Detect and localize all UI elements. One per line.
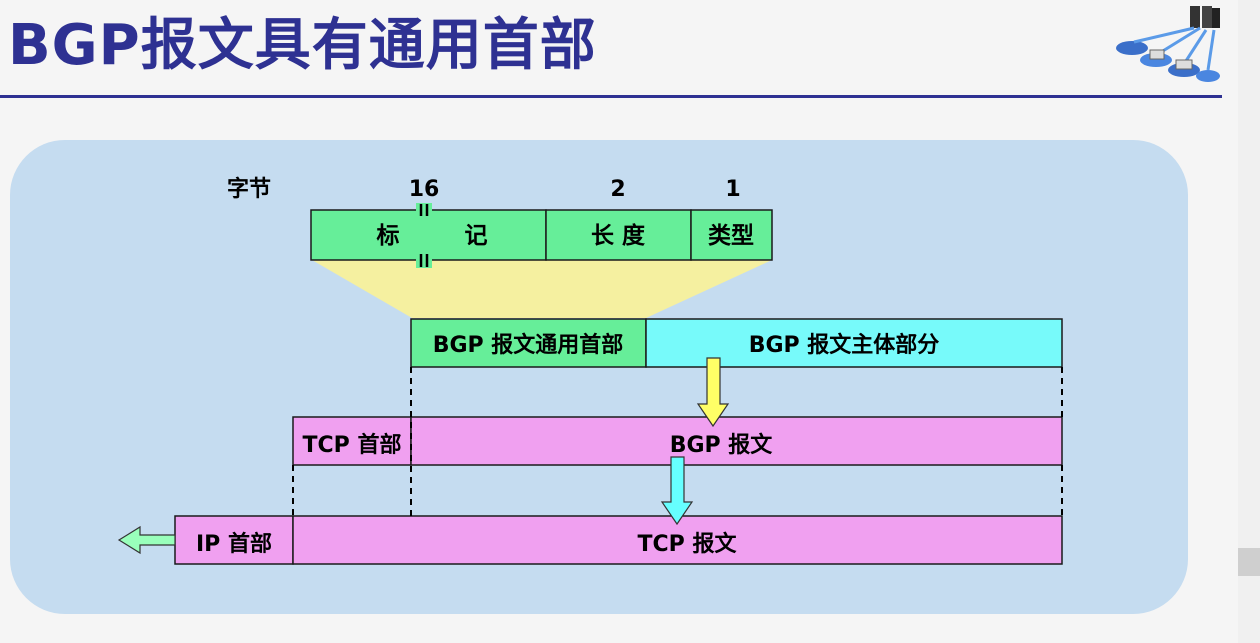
tcp-header-block xyxy=(292,416,412,466)
type-field xyxy=(690,209,773,261)
slide-title: BGP报文具有通用首部 xyxy=(8,13,597,78)
type-label: 类型 xyxy=(708,223,754,249)
tcp-header-label: TCP 首部 xyxy=(303,432,402,458)
title-underline xyxy=(0,95,1222,98)
bytes-label: 字节 xyxy=(227,176,271,202)
bgp-header-block xyxy=(410,318,647,368)
length-field xyxy=(545,209,692,261)
header-zoom-funnel xyxy=(312,260,772,318)
vertical-scrollbar[interactable] xyxy=(1238,0,1260,643)
yellow-down-arrow xyxy=(696,357,730,428)
network-logo-icon xyxy=(1116,6,1220,82)
marker-label-right: 记 xyxy=(465,223,488,249)
type-bytes: 1 xyxy=(725,177,740,202)
diagram-panel xyxy=(10,140,1188,614)
length-label: 长 度 xyxy=(591,222,646,249)
length-bytes: 2 xyxy=(610,177,625,202)
dashed-guides xyxy=(292,367,1063,518)
ip-header-block xyxy=(174,515,294,565)
marker-break-top xyxy=(416,203,432,219)
bgp-message-label: BGP 报文 xyxy=(670,432,774,458)
marker-label-left: 标 xyxy=(377,223,400,249)
marker-break-bottom xyxy=(416,252,432,268)
bgp-body-label: BGP 报文主体部分 xyxy=(749,332,940,358)
cyan-down-arrow xyxy=(660,456,694,526)
ip-header-label: IP 首部 xyxy=(196,531,272,557)
green-left-arrow xyxy=(117,525,176,555)
bgp-message-block xyxy=(410,416,1063,466)
scrollbar-thumb[interactable] xyxy=(1238,548,1260,576)
bgp-header-label: BGP 报文通用首部 xyxy=(433,332,624,358)
marker-bytes: 16 xyxy=(409,177,440,202)
tcp-message-label: TCP 报文 xyxy=(638,531,738,557)
